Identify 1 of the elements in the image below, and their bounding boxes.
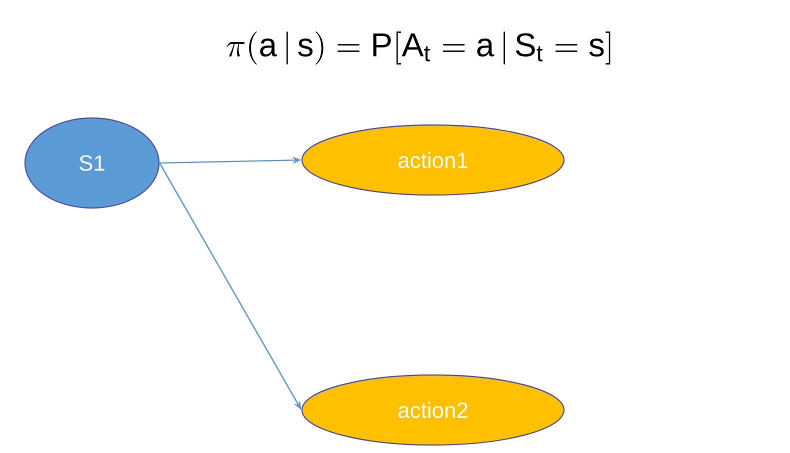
title-formula: $\pi(\mathrm{a}\,|\,\mathrm{s}) = \mathrm{P}[\mathrm{A}_{\mathrm{t}} = \mathrm{a}\,|\,\mathrm{S}_{\mathrm{t}} = \mathrm{s}]$ (226, 32, 610, 64)
